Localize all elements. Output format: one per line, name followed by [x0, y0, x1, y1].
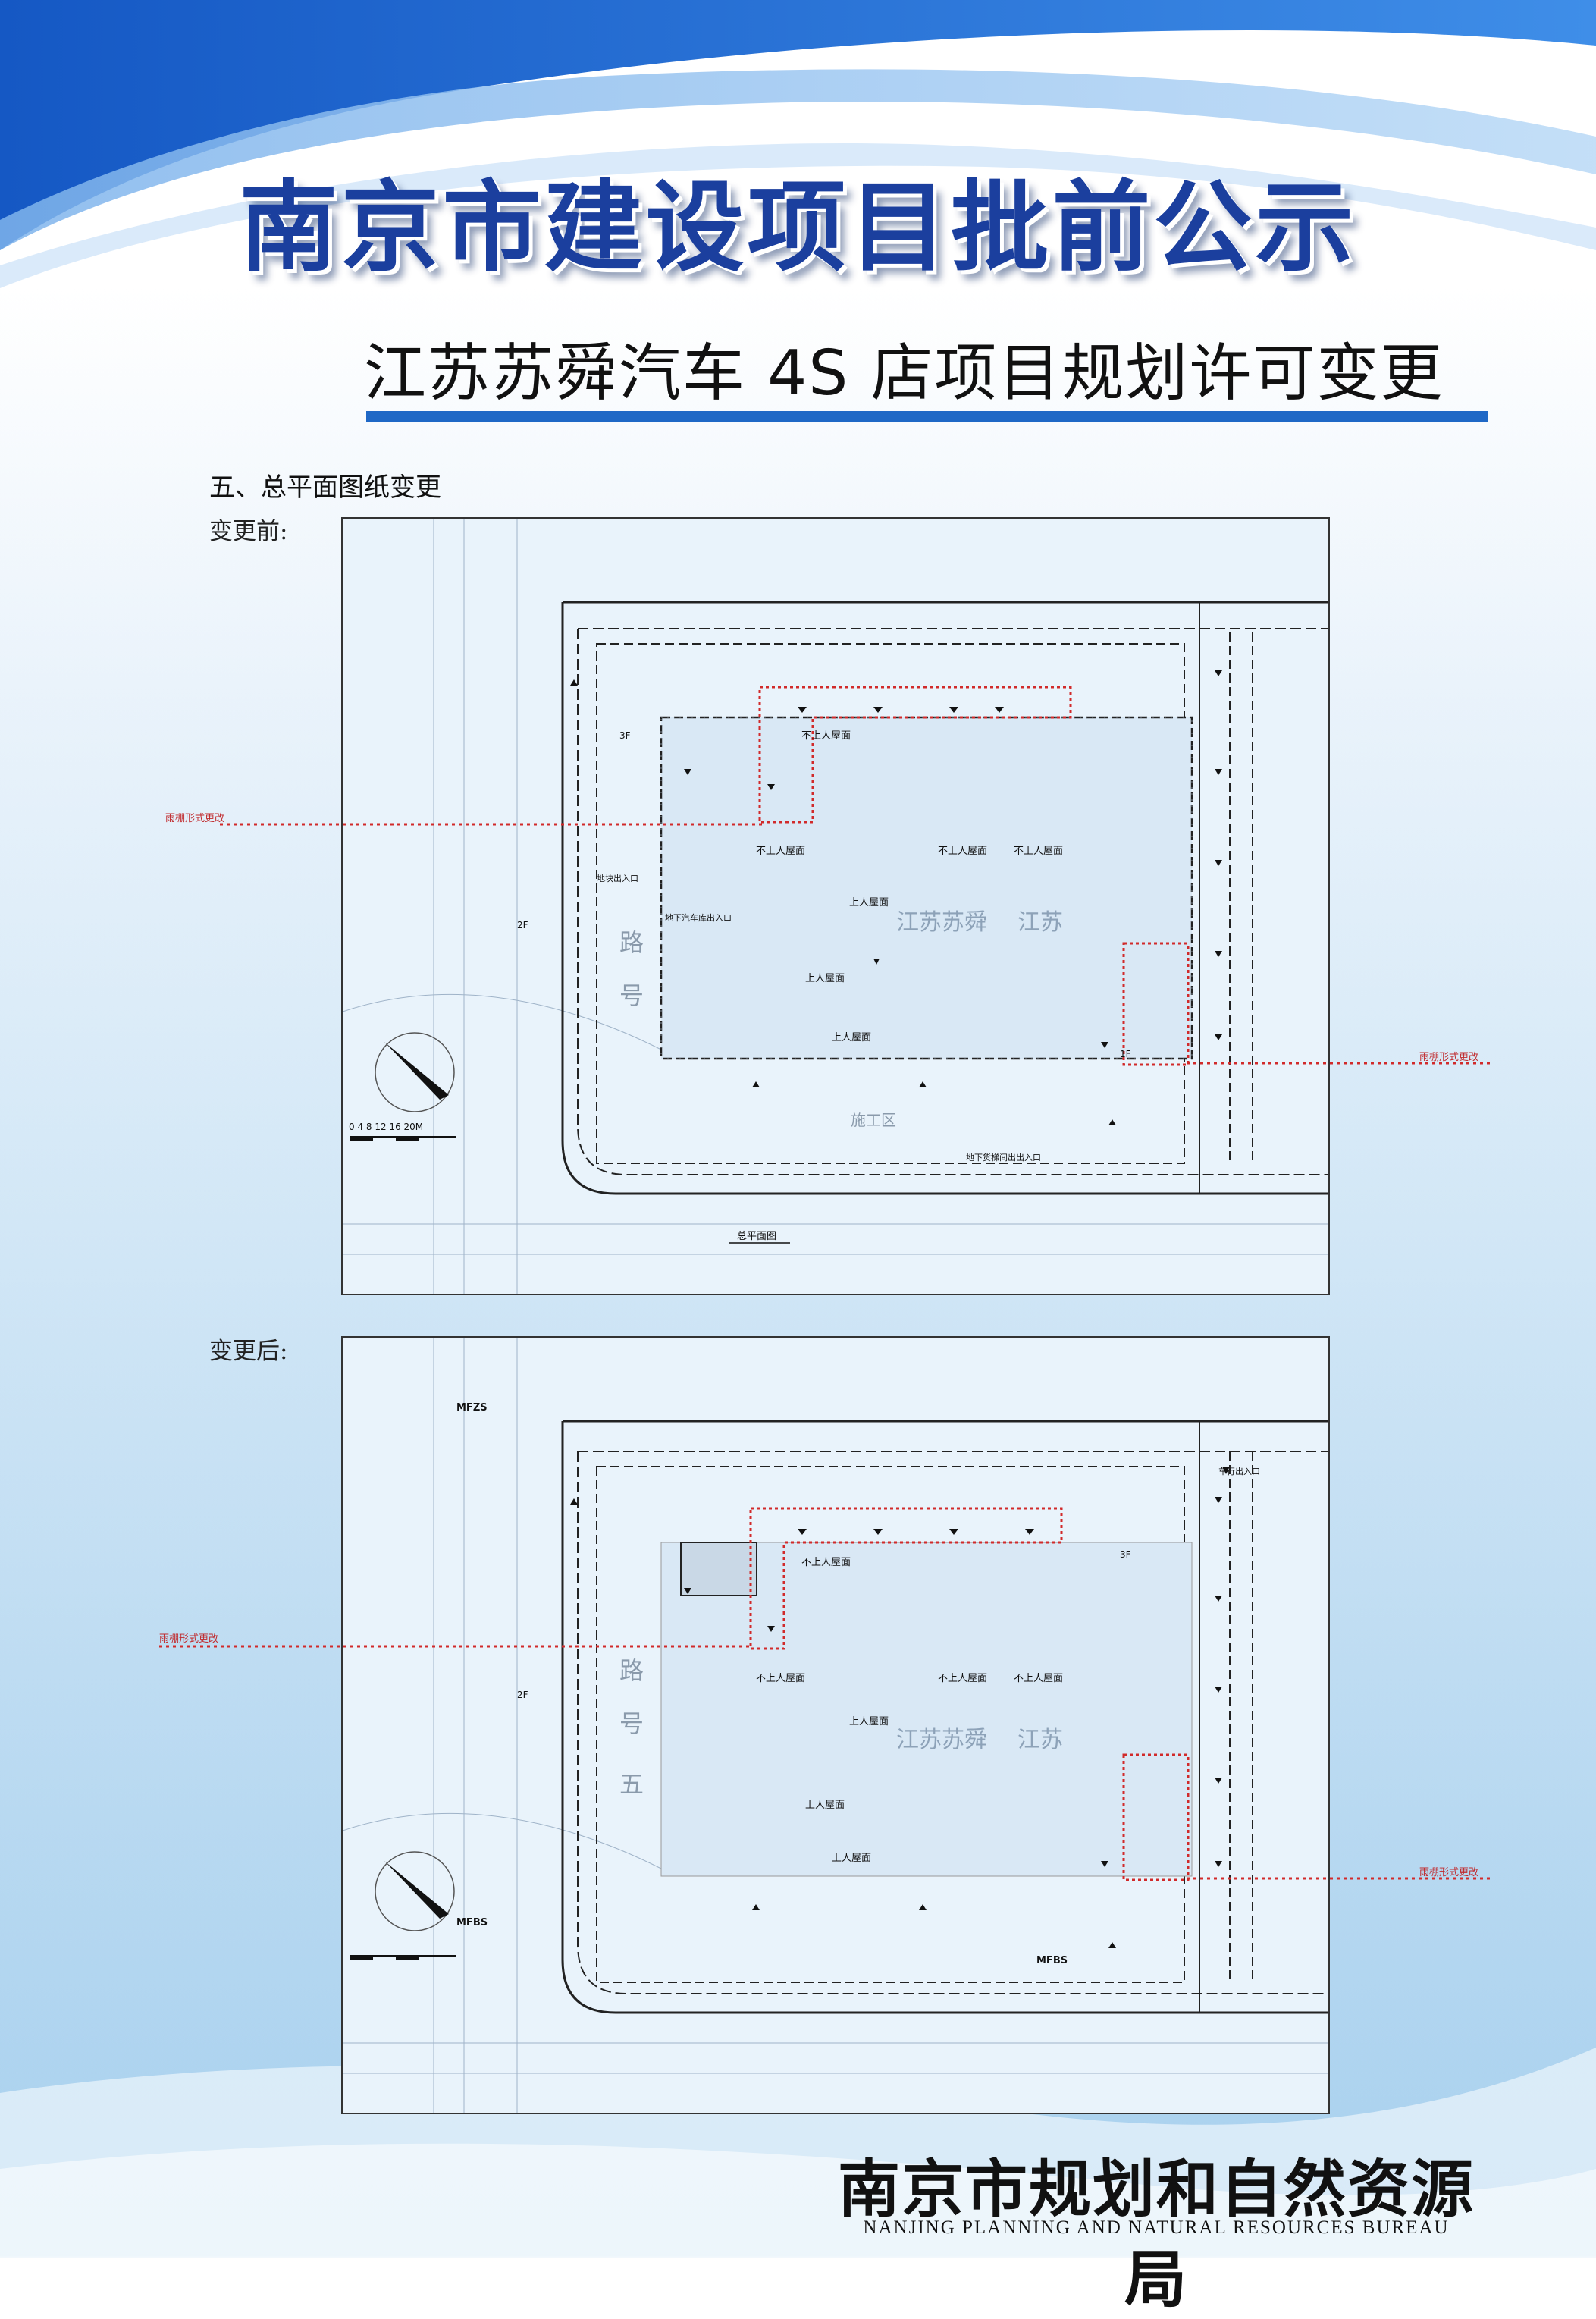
before-label: 变更前: — [209, 518, 288, 545]
roof-up-label-3: 上人屋面 — [832, 1853, 871, 1864]
construction-label: 施工区 — [851, 1111, 896, 1129]
road-char-2: 号 — [619, 981, 644, 1010]
site-entry-label: 地块出入口 — [597, 873, 638, 883]
after-label: 变更后: — [209, 1338, 288, 1365]
roof-label-far-right: 不上人屋面 — [1014, 846, 1063, 857]
floor-3f-label: 3F — [619, 730, 631, 741]
road-char-1: 路 — [619, 928, 644, 957]
floor-1f-label: 1F — [1120, 1049, 1131, 1059]
project-subtitle: 江苏苏舜汽车 4S 店项目规划许可变更 — [364, 337, 1444, 410]
road-char-3: 五 — [619, 1770, 644, 1799]
after-plan-drawing: MFZS MFBS MFBS 车行出入口 3F 2F 不上人屋面 不上人屋面 不… — [343, 1338, 1328, 2113]
after-right-note: 雨棚形式更改 — [1419, 1867, 1479, 1878]
floor-2f-label: 2F — [517, 920, 528, 930]
floor-3f-label: 3F — [1120, 1549, 1131, 1560]
brand-watermark: 江苏苏舜 — [896, 909, 987, 936]
garage-entry-label: 地下汽车库出入口 — [665, 912, 732, 923]
before-site-plan: 0 4 8 12 16 20M 总平面图 3F 2F 1F 不上人屋面 不上人屋… — [341, 517, 1330, 1295]
roof-up-label-2: 上人屋面 — [805, 1800, 845, 1811]
brand-watermark-cut: 江苏 — [1017, 1727, 1063, 1753]
mfbs-label-1: MFBS — [456, 1917, 488, 1928]
before-right-note: 雨棚形式更改 — [1419, 1052, 1479, 1063]
page-title: 南京市建设项目批前公示 — [239, 169, 1357, 285]
roof-label-top: 不上人屋面 — [801, 1557, 851, 1568]
roof-label-far-right: 不上人屋面 — [1014, 1673, 1063, 1684]
roof-up-label-2: 上人屋面 — [805, 973, 845, 984]
car-entry-label: 车行出入口 — [1218, 1466, 1260, 1476]
mfbs-label-2: MFBS — [1036, 1955, 1068, 1966]
before-left-note: 雨棚形式更改 — [165, 813, 225, 824]
after-site-plan: MFZS MFBS MFBS 车行出入口 3F 2F 不上人屋面 不上人屋面 不… — [341, 1336, 1330, 2114]
road-char-1: 路 — [619, 1656, 644, 1685]
roof-up-label-1: 上人屋面 — [849, 897, 889, 908]
brand-watermark-cut: 江苏 — [1017, 909, 1063, 936]
road-char-2: 号 — [619, 1709, 644, 1738]
basement-entry-label: 地下货梯间出出入口 — [966, 1152, 1041, 1163]
roof-label-top: 不上人屋面 — [801, 730, 851, 742]
roof-up-label-1: 上人屋面 — [849, 1716, 889, 1727]
mfzs-label: MFZS — [456, 1402, 488, 1414]
title-underline — [366, 411, 1488, 422]
scale-label: 0 4 8 12 16 20M — [349, 1122, 423, 1132]
roof-label-right: 不上人屋面 — [938, 846, 987, 857]
roof-up-label-3: 上人屋面 — [832, 1032, 871, 1043]
floor-2f-label: 2F — [517, 1690, 528, 1700]
roof-label-right: 不上人屋面 — [938, 1673, 987, 1684]
roof-label-left: 不上人屋面 — [756, 846, 805, 857]
before-plan-drawing: 0 4 8 12 16 20M 总平面图 3F 2F 1F 不上人屋面 不上人屋… — [343, 519, 1328, 1294]
section-title: 五、总平面图纸变更 — [209, 472, 441, 503]
after-left-note: 雨棚形式更改 — [159, 1633, 219, 1645]
brand-watermark: 江苏苏舜 — [896, 1727, 987, 1753]
roof-label-left: 不上人屋面 — [756, 1673, 805, 1684]
bureau-name-en: NANJING PLANNING AND NATURAL RESOURCES B… — [863, 2217, 1450, 2238]
drawing-title: 总平面图 — [737, 1231, 776, 1242]
